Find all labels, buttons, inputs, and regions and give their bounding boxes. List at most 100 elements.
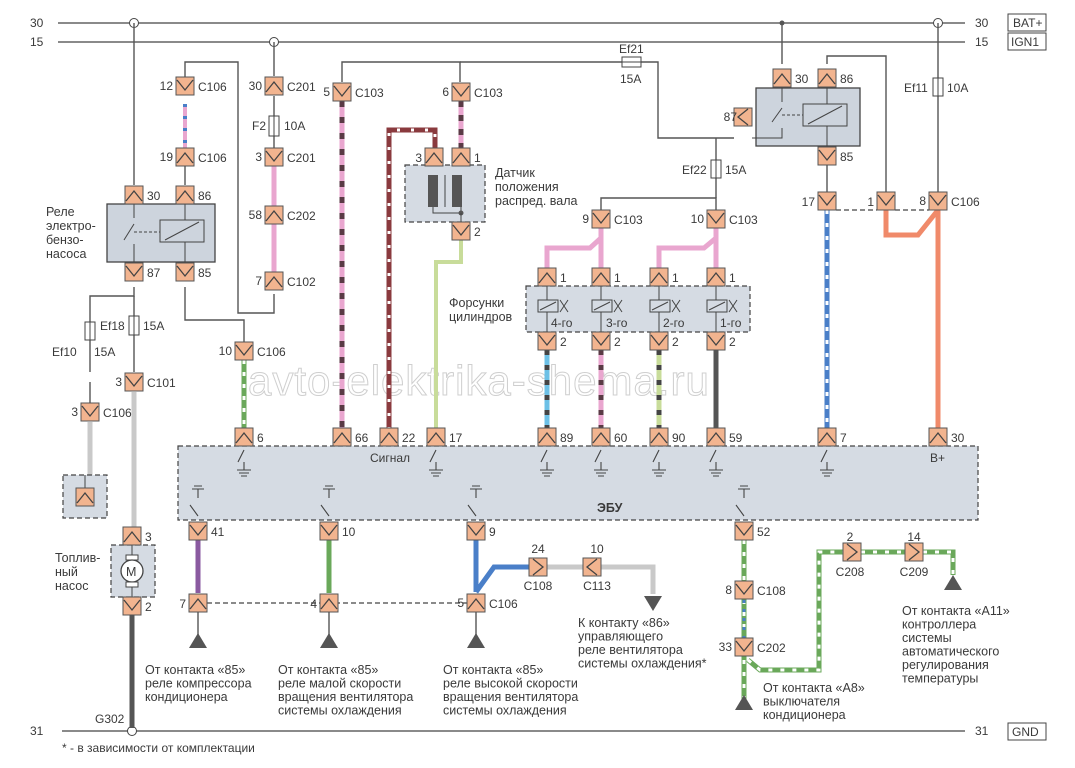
connector-c106-5 — [466, 593, 486, 613]
note-fan-low-line-1: От контакта «85» — [278, 663, 378, 677]
svg-text:15A: 15A — [725, 163, 746, 177]
c103-10-name: C103 — [729, 213, 758, 227]
svg-text:10A: 10A — [947, 81, 968, 95]
svg-text:Ef18: Ef18 — [100, 319, 125, 333]
connector-c106-3 — [80, 402, 100, 422]
injector-3-in-pin: 1 — [672, 271, 679, 285]
svg-text:F2: F2 — [252, 119, 266, 133]
ecu-pin-17-pin: 17 — [449, 431, 463, 445]
note-fan-low: От контакта «85»реле малой скоростивраще… — [278, 663, 413, 718]
connector-ecu-41 — [188, 521, 208, 541]
ecu-label: ЭБУ — [597, 501, 623, 515]
c103-6-pin: 6 — [442, 85, 449, 99]
rail-30-num-left: 30 — [30, 16, 44, 30]
connector-ecu-22 — [379, 427, 399, 447]
connector-ecu-52 — [734, 521, 754, 541]
c202-33-pin: 33 — [719, 640, 733, 654]
fuel-relay-30-pin: 30 — [147, 189, 161, 203]
note-climate-line-5: регулирования — [902, 658, 989, 672]
ecu-pin-89-pin: 89 — [560, 431, 574, 445]
arrow-fan-ctrl — [644, 596, 662, 611]
connector-c209-14 — [904, 542, 924, 562]
injector-4-out-pin: 2 — [729, 335, 736, 349]
ecu-pin-10-pin: 10 — [342, 525, 356, 539]
ecu-pin-6-pin: 6 — [257, 431, 264, 445]
connector-c201-30 — [264, 76, 284, 96]
fuel-relay-label-1: Реле — [46, 205, 75, 219]
connector-c106-1 — [876, 191, 896, 211]
note-fan-low-line-2: реле малой скорости — [278, 677, 401, 691]
ecu-bplus-label: B+ — [930, 451, 945, 465]
cam-label-2: положения — [495, 180, 559, 194]
injector-4: 4-го — [537, 286, 573, 332]
injector-3-out-pin: 2 — [672, 335, 679, 349]
c108-24-name: C108 — [524, 579, 553, 593]
rail-15: 15 15 IGN1 — [30, 32, 1047, 51]
ecu-pin-41-pin: 41 — [211, 525, 225, 539]
c106-10-name: C106 — [257, 345, 286, 359]
svg-text:Ef22: Ef22 — [682, 163, 707, 177]
connector-c106-4 — [319, 593, 339, 613]
connector-main-relay-85 — [817, 146, 837, 166]
rail-30-num-right: 30 — [975, 16, 989, 30]
rail-31-num-left: 31 — [30, 724, 44, 738]
ecu-signal-label: Сигнал — [370, 451, 410, 465]
note-climate-line-2: контроллера — [902, 618, 976, 632]
gnd-label: GND — [1012, 725, 1039, 739]
connector-c103-5 — [332, 82, 352, 102]
fuse-ef21: Ef21 15A — [619, 42, 644, 86]
injectors-label-1: Форсунки — [449, 296, 504, 310]
main-relay-30-pin: 30 — [795, 72, 809, 86]
note-climate-line-4: автоматического — [902, 645, 999, 659]
connector-ecu-30 — [928, 427, 948, 447]
connector-c106-10 — [234, 341, 254, 361]
note-fan-high-line-3: вращения вентилятора — [443, 690, 578, 704]
arrow-climate — [944, 575, 962, 590]
c208-2-name: C208 — [836, 565, 865, 579]
main-relay-86-pin: 86 — [840, 72, 854, 86]
fuel-pump-3-pin: 3 — [145, 530, 152, 544]
ecu-pin-90-pin: 90 — [672, 431, 686, 445]
injector-2: 2-го — [649, 286, 685, 332]
arrow-fan-high — [467, 633, 485, 648]
footnote: * - в зависимости от комплектации — [62, 741, 255, 755]
arrow-fan-low — [320, 633, 338, 648]
fuse-ef10: Ef10 15A — [52, 321, 115, 359]
connector-ecu-60 — [591, 427, 611, 447]
note-ac-switch-line-3: кондиционера — [763, 708, 846, 722]
note-ac-compressor-line-1: От контакта «85» — [145, 663, 245, 677]
connector-ecu-59 — [706, 427, 726, 447]
connector-cam-3 — [424, 147, 444, 167]
connector-c202-33 — [734, 637, 754, 657]
arrow-ac-switch — [735, 695, 753, 710]
bat-plus-label: BAT+ — [1013, 16, 1042, 30]
note-fan-low-line-3: вращения вентилятора — [278, 690, 413, 704]
injector-1-out-pin: 2 — [560, 335, 567, 349]
connector-c106-8 — [928, 191, 948, 211]
connector-injector-2-in — [591, 267, 611, 287]
ecu-pin-22-pin: 22 — [402, 431, 416, 445]
connector-fuel-relay-86 — [175, 185, 195, 205]
connector-c101-3 — [124, 372, 144, 392]
connector-injector-4-in — [706, 267, 726, 287]
note-ac-switch-line-2: выключателя — [763, 695, 840, 709]
note-fan-ctrl-line-3: реле вентилятора — [578, 643, 683, 657]
ecu-internal-grounds — [189, 449, 834, 517]
c106-3-pin: 3 — [71, 405, 78, 419]
connector-module-c106-3 — [75, 487, 95, 507]
note-ac-compressor: От контакта «85»реле компрессоракондицио… — [145, 663, 252, 704]
note-ac-compressor-line-3: кондиционера — [145, 690, 228, 704]
injector-2-out-pin: 2 — [614, 335, 621, 349]
connector-fuel-pump-3 — [122, 526, 142, 546]
bat-plus-badge — [1007, 13, 1047, 32]
cam-label-1: Датчик — [495, 166, 535, 180]
c106-19-name: C106 — [198, 151, 227, 165]
arrow-ac-compressor — [189, 633, 207, 648]
connector-main-relay-30 — [772, 68, 792, 88]
c106-12-name: C106 — [198, 80, 227, 94]
main-relay — [752, 87, 861, 147]
ground-g302-label: G302 — [95, 712, 125, 726]
fuel-pump-label-2: ный — [55, 565, 78, 579]
ecu-pin-52-pin: 52 — [757, 525, 771, 539]
